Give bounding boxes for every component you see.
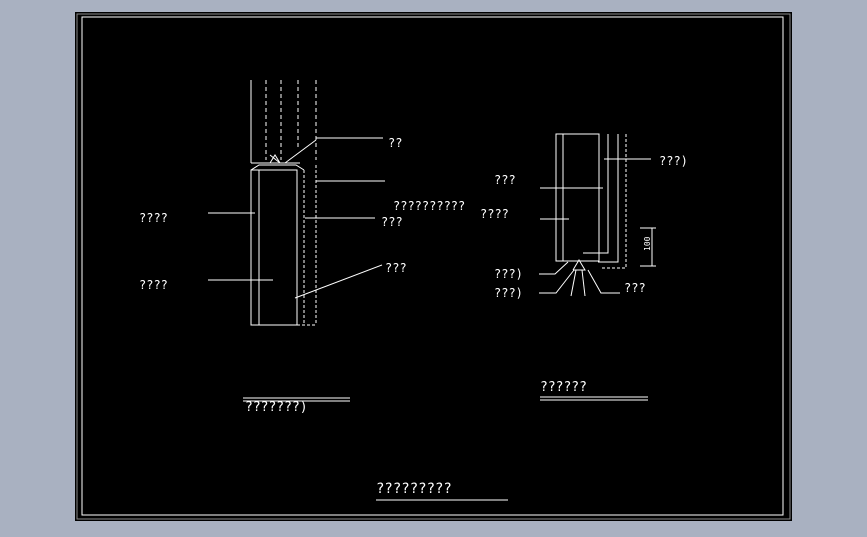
label-3: ???) [494,267,523,281]
left-caption: ???????) [245,400,308,415]
drawing-canvas [75,12,792,521]
dimension-label: 100 [643,236,652,251]
callout-4: ??? [385,261,407,275]
callout-right: ???) [659,154,688,168]
label-1: ??? [494,173,516,187]
inner-frame [81,16,784,516]
left-detail-labels: ?? ?????????? ??? ??? ???? ???? ???????) [139,136,465,415]
callout-1: ?? [388,136,402,150]
drawing-title: ????????? [376,481,452,497]
callout-2: ?????????? [393,199,465,213]
label-left-bottom: ???? [139,278,168,292]
label-left-top: ???? [139,211,168,225]
left-detail [208,80,385,402]
right-caption: ?????? [540,380,587,395]
label-5: ??? [624,281,646,295]
right-detail-labels: ???) ??? ???? ???) ???) ??? 100 ?????? [480,154,688,395]
label-2: ???? [480,207,509,221]
label-4: ???) [494,286,523,300]
outer-frame [76,13,791,520]
sheet-title: ????????? [376,481,508,501]
right-detail [539,133,656,401]
callout-3: ??? [381,215,403,229]
